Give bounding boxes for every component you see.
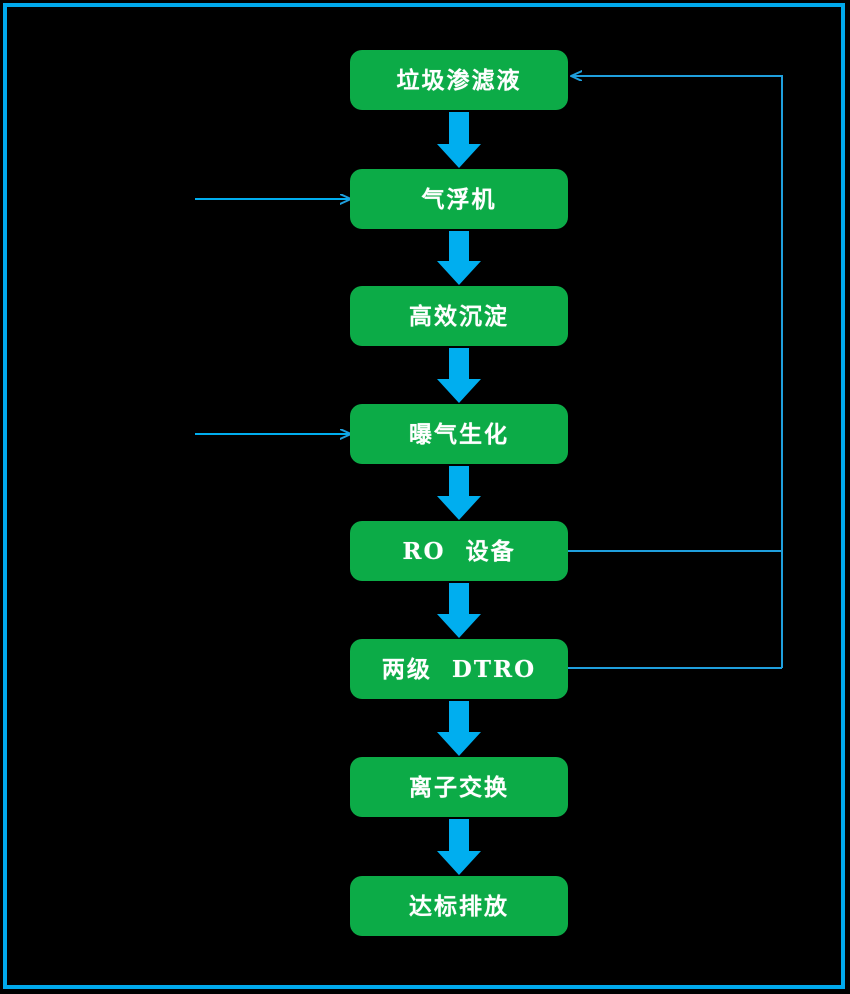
process-node-label: 高效沉淀 [409, 302, 509, 330]
arrow-ro-to-dtro [437, 583, 481, 638]
process-node-ionx[interactable]: 离子交换 [350, 757, 568, 817]
process-node-label: 离子交换 [409, 773, 509, 801]
arrow-aeration-to-ro [437, 466, 481, 520]
process-node-label: 垃圾渗滤液 [396, 66, 522, 94]
process-node-label: 达标排放 [409, 892, 509, 920]
process-node-label: 两级 DTRO [381, 655, 537, 683]
recycle-bus [572, 76, 783, 668]
process-node-label: 曝气生化 [409, 420, 509, 448]
process-node-ro[interactable]: RO 设备 [350, 521, 568, 581]
process-node-label: RO 设备 [402, 537, 516, 565]
arrow-settling-to-aeration [437, 348, 481, 403]
process-node-leachate[interactable]: 垃圾渗滤液 [350, 50, 568, 110]
process-node-settling[interactable]: 高效沉淀 [350, 286, 568, 346]
process-node-daf[interactable]: 气浮机 [350, 169, 568, 229]
process-node-dtro[interactable]: 两级 DTRO [350, 639, 568, 699]
process-node-aeration[interactable]: 曝气生化 [350, 404, 568, 464]
arrow-ionx-to-discharge [437, 819, 481, 875]
process-node-label: 气浮机 [421, 185, 497, 213]
arrow-leachate-to-daf [437, 112, 481, 168]
process-node-discharge[interactable]: 达标排放 [350, 876, 568, 936]
arrow-dtro-to-ionx [437, 701, 481, 756]
arrow-daf-to-settling [437, 231, 481, 285]
